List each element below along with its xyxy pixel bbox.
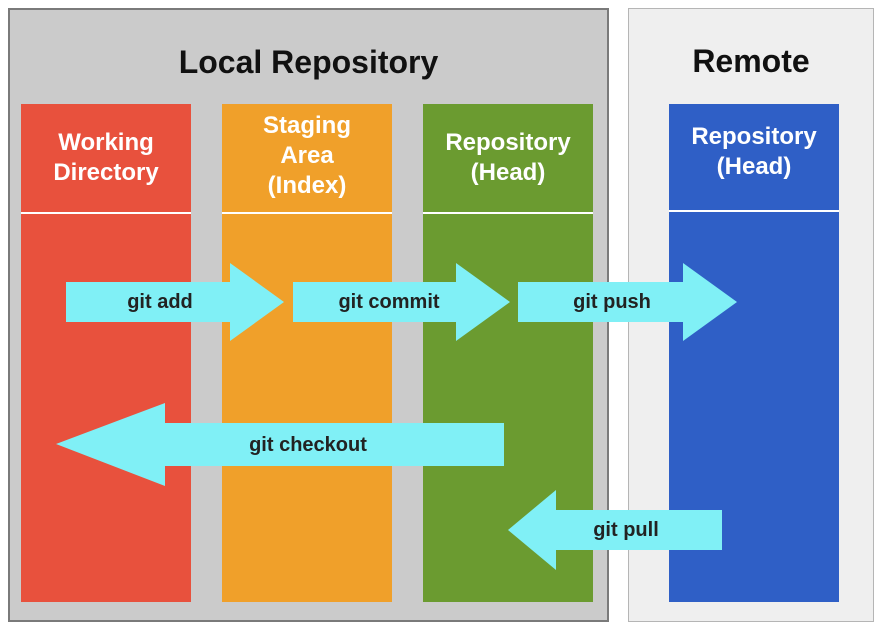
git-add-arrow <box>66 263 284 341</box>
local-repository-head-divider <box>423 212 593 214</box>
staging-area-divider <box>222 212 392 214</box>
git-push-label: git push <box>573 291 651 313</box>
working-directory-divider <box>21 212 191 214</box>
git-pull-arrow <box>508 490 722 570</box>
remote-repository-head-header: Repository (Head) <box>669 104 839 200</box>
staging-area-column: Staging Area (Index) <box>222 104 392 602</box>
git-checkout-arrow <box>56 403 504 486</box>
git-checkout-label: git checkout <box>249 434 367 456</box>
remote-repository-head-divider <box>669 210 839 212</box>
remote-repository-head-label-line1: Repository <box>691 123 817 150</box>
staging-area-label-line2: Area <box>280 142 334 169</box>
local-repository-head-label-line2: (Head) <box>470 159 546 186</box>
local-repository-title: Local Repository <box>178 44 439 80</box>
git-commit-label: git commit <box>338 291 439 313</box>
working-directory-header: Working Directory <box>21 104 191 212</box>
remote-title: Remote <box>692 43 810 79</box>
working-directory-column: Working Directory <box>21 104 191 602</box>
git-add-label: git add <box>127 291 193 313</box>
staging-area-label-line3: (Index) <box>267 172 347 199</box>
remote-repository-head-label-line2: (Head) <box>716 153 792 180</box>
working-directory-label-line2: Directory <box>53 159 159 186</box>
git-push-arrow <box>518 263 737 341</box>
local-repository-head-label-line1: Repository <box>445 129 571 156</box>
git-pull-label: git pull <box>593 519 659 541</box>
local-repository-head-header: Repository (Head) <box>423 104 593 212</box>
working-directory-label-line1: Working <box>58 129 154 156</box>
staging-area-label-line1: Staging <box>263 112 351 139</box>
staging-area-header: Staging Area (Index) <box>222 102 392 210</box>
git-commit-arrow <box>293 263 510 341</box>
